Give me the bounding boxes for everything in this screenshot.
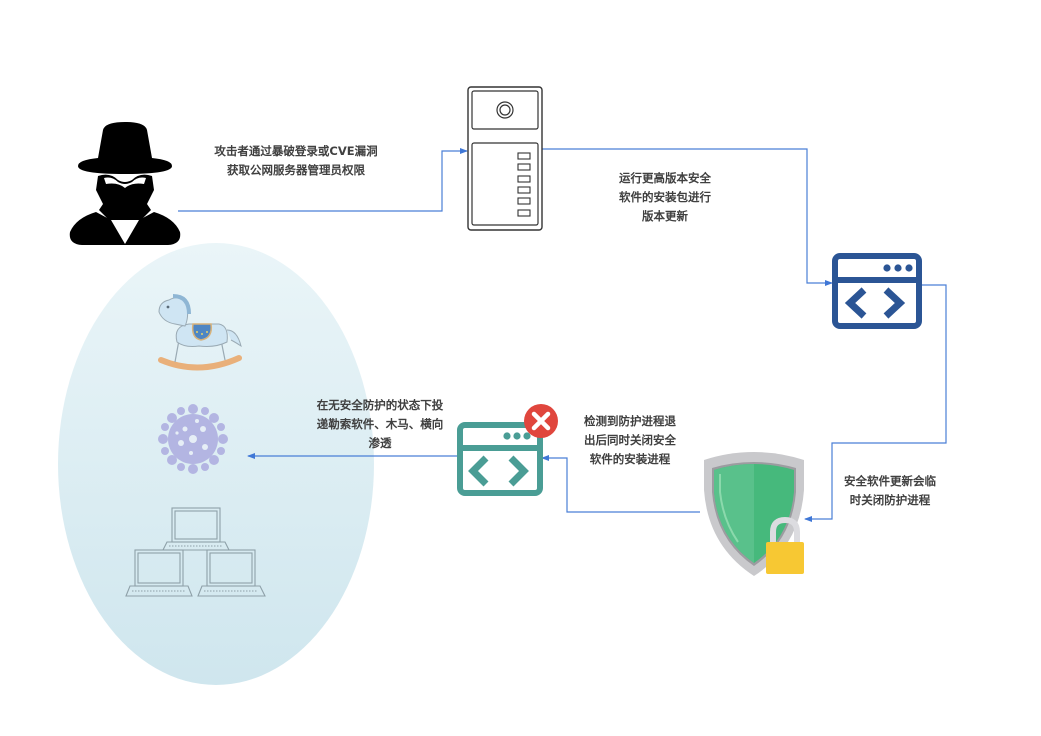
label-step2-line1: 运行更高版本安全 xyxy=(619,171,711,185)
laptop-icon xyxy=(197,549,266,597)
label-step2-line2: 软件的安装包进行 xyxy=(619,190,711,204)
shield-lock-icon xyxy=(704,452,804,576)
label-step5-line1: 在无安全防护的状态下投 xyxy=(316,398,444,412)
close-icon xyxy=(524,404,558,438)
label-step3: 安全软件更新会临 时关闭防护进程 xyxy=(835,472,945,510)
label-step2: 运行更高版本安全 软件的安装包进行 版本更新 xyxy=(615,169,715,226)
hacker-icon xyxy=(69,122,181,245)
connector-shield-to-closed-installer xyxy=(541,455,700,513)
code-window-icon-teal xyxy=(457,404,558,496)
label-step4-line2: 出后同时关闭安全 xyxy=(584,433,676,447)
label-step1-line1: 攻击者通过暴破登录或CVE漏洞 xyxy=(214,144,378,158)
laptop-network-icon xyxy=(125,507,266,597)
laptop-icon xyxy=(162,507,230,551)
connector-installer-to-shield xyxy=(804,284,947,522)
label-step5: 在无安全防护的状态下投 递勒索软件、木马、横向 渗透 xyxy=(295,396,465,453)
server-icon xyxy=(467,86,543,231)
label-step4-line1: 检测到防护进程退 xyxy=(584,414,676,428)
label-step5-line2: 递勒索软件、木马、横向 xyxy=(316,417,444,431)
label-step4: 检测到防护进程退 出后同时关闭安全 软件的安装进程 xyxy=(575,412,685,469)
label-step3-line2: 时关闭防护进程 xyxy=(849,493,931,507)
connector-server-to-installer xyxy=(542,148,833,286)
label-step4-line3: 软件的安装进程 xyxy=(589,452,671,466)
virus-icon xyxy=(158,404,228,474)
laptop-icon xyxy=(125,549,193,597)
label-step3-line1: 安全软件更新会临 xyxy=(844,474,936,488)
label-step2-line3: 版本更新 xyxy=(642,209,688,223)
trojan-horse-icon xyxy=(158,294,242,371)
label-step5-line3: 渗透 xyxy=(368,436,392,450)
label-step1: 攻击者通过暴破登录或CVE漏洞 获取公网服务器管理员权限 xyxy=(205,142,387,180)
code-window-icon-blue xyxy=(832,253,922,329)
label-step1-line2: 获取公网服务器管理员权限 xyxy=(227,163,365,177)
connector-attacker-to-server xyxy=(178,148,468,212)
